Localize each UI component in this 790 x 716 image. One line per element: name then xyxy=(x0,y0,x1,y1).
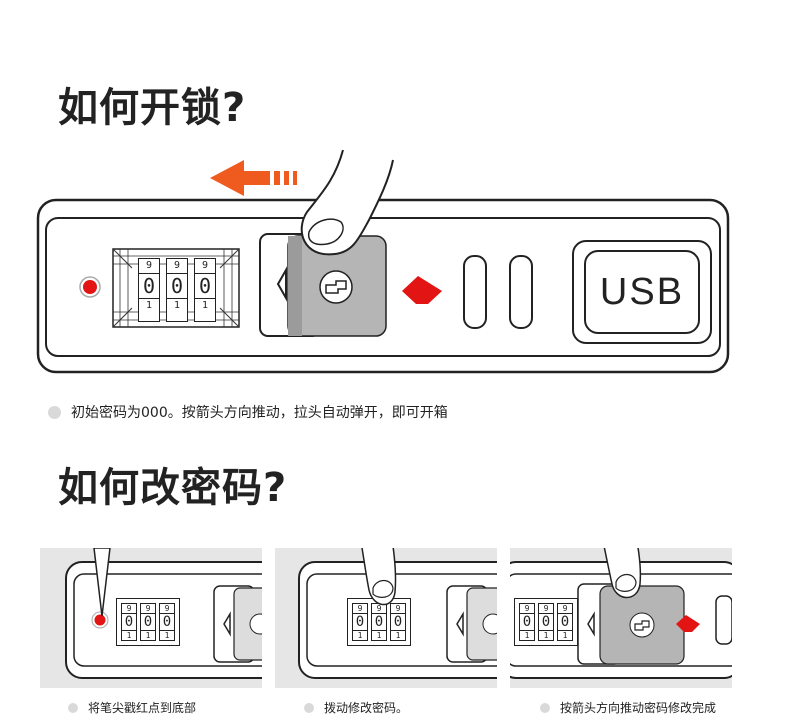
dial-below: 1 xyxy=(173,300,181,311)
dial-value: 0 xyxy=(539,613,553,631)
dial-wheel[interactable]: 9 0 1 xyxy=(352,603,368,641)
red-arrow-indicator-icon xyxy=(402,276,442,304)
step-caption-row-1: 将笔尖戳红点到底部 xyxy=(68,699,196,716)
bullet-dot xyxy=(540,702,550,713)
dial-wheel-3[interactable]: 9 0 1 xyxy=(194,258,216,322)
dial-wheel[interactable]: 9 0 1 xyxy=(557,603,573,641)
dial-below: 1 xyxy=(357,631,363,640)
dial-below: 1 xyxy=(145,300,153,311)
unlock-caption: 初始密码为000。按箭头方向推动，拉头自动弹开，即可开箱 xyxy=(71,405,448,421)
dial-above: 9 xyxy=(164,604,170,613)
reset-button-red-dot[interactable] xyxy=(78,275,102,299)
dial-above: 9 xyxy=(562,604,568,613)
pen-tip-icon xyxy=(93,548,111,617)
dial-value: 0 xyxy=(122,613,136,631)
dial-wheel-2[interactable]: 9 0 1 xyxy=(166,258,188,322)
unlock-heading: 如何开锁? xyxy=(58,85,247,131)
finger-hand-icon xyxy=(300,150,394,256)
dial-below: 1 xyxy=(524,631,530,640)
step-caption-row-2: 拨动修改密码。 xyxy=(304,699,408,716)
zipper-slot xyxy=(715,595,732,645)
dial-above: 9 xyxy=(543,604,549,613)
lock-slider xyxy=(577,583,685,665)
dial-below: 1 xyxy=(164,631,170,640)
step-panel-1: 9 0 1 9 0 1 9 0 1 xyxy=(40,548,262,688)
dial-value: 0 xyxy=(558,613,572,631)
dial-below: 1 xyxy=(562,631,568,640)
dial-value: 0 xyxy=(160,613,174,631)
step-caption-3: 按箭头方向推动密码修改完成 xyxy=(560,701,717,715)
dial-value: 0 xyxy=(391,613,405,631)
dial-above: 9 xyxy=(357,604,363,613)
dial-below: 1 xyxy=(145,631,151,640)
dial-wheel[interactable]: 9 0 1 xyxy=(538,603,554,641)
dial-value: 0 xyxy=(141,613,155,631)
bullet-dot xyxy=(68,702,78,713)
finger-hand-icon xyxy=(361,548,397,606)
dial-above: 9 xyxy=(126,604,132,613)
change-code-heading: 如何改密码? xyxy=(58,465,288,511)
dial-below: 1 xyxy=(376,631,382,640)
dial-value: 0 xyxy=(139,273,159,299)
dial-above: 9 xyxy=(395,604,401,613)
reset-button-red-dot[interactable] xyxy=(90,610,110,630)
dial-value: 0 xyxy=(167,273,187,299)
usb-port[interactable]: USB xyxy=(572,240,712,344)
dial-above: 9 xyxy=(173,260,181,271)
dial-below: 1 xyxy=(126,631,132,640)
dial-wheel[interactable]: 9 0 1 xyxy=(159,603,175,641)
step-caption-row-3: 按箭头方向推动密码修改完成 xyxy=(540,699,716,716)
dial-above: 9 xyxy=(201,260,209,271)
dial-value: 0 xyxy=(372,613,386,631)
dial-below: 1 xyxy=(395,631,401,640)
dial-below: 1 xyxy=(543,631,549,640)
lock-slider xyxy=(446,585,497,663)
dial-value: 0 xyxy=(520,613,534,631)
dial-wheel-1[interactable]: 9 0 1 xyxy=(138,258,160,322)
dial-wheel[interactable]: 9 0 1 xyxy=(140,603,156,641)
red-arrow-indicator-icon xyxy=(676,615,700,632)
dial-wheel[interactable]: 9 0 1 xyxy=(390,603,406,641)
push-left-arrow-icon xyxy=(210,160,297,196)
dial-below: 1 xyxy=(201,300,209,311)
usb-label: USB xyxy=(599,270,685,313)
dial-group: 9 0 1 9 0 1 9 0 1 xyxy=(347,598,411,646)
dial-value: 0 xyxy=(195,273,215,299)
dial-above: 9 xyxy=(376,604,382,613)
step-panel-3: 9 0 1 9 0 1 9 0 1 xyxy=(510,548,732,688)
finger-hand-icon xyxy=(603,548,642,599)
dial-above: 9 xyxy=(145,604,151,613)
lock-slider xyxy=(213,585,262,663)
dial-wheel[interactable]: 9 0 1 xyxy=(519,603,535,641)
dial-group: 9 0 1 9 0 1 9 0 1 xyxy=(138,258,216,322)
dial-wheel[interactable]: 9 0 1 xyxy=(121,603,137,641)
unlock-caption-row: 初始密码为000。按箭头方向推动，拉头自动弹开，即可开箱 xyxy=(48,402,448,422)
step-panel-2: 9 0 1 9 0 1 9 0 1 xyxy=(275,548,497,688)
step-caption-2: 拨动修改密码。 xyxy=(324,701,409,715)
dial-value: 0 xyxy=(353,613,367,631)
dial-above: 9 xyxy=(145,260,153,271)
step-caption-1: 将笔尖戳红点到底部 xyxy=(88,701,197,715)
bullet-dot xyxy=(304,702,314,713)
dial-group: 9 0 1 9 0 1 9 0 1 xyxy=(514,598,578,646)
zipper-slots xyxy=(463,255,533,329)
dial-group: 9 0 1 9 0 1 9 0 1 xyxy=(116,598,180,646)
lock-slider[interactable] xyxy=(258,232,388,342)
dial-above: 9 xyxy=(524,604,530,613)
bullet-dot xyxy=(48,405,61,419)
